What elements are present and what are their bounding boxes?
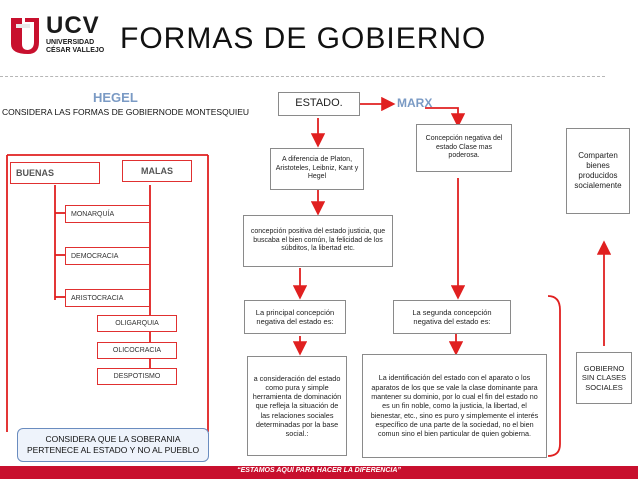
despotismo-box: DESPOTISMO <box>97 368 177 385</box>
positiva-box: concepción positiva del estado justicia,… <box>243 215 393 267</box>
olicocracia-box: OLICOCRACIA <box>97 342 177 359</box>
consideracion-text: a consideración del estado como pura y s… <box>252 374 342 438</box>
estado-label: ESTADO. <box>295 97 343 110</box>
aristocracia-box: ARISTOCRACIA <box>65 289 150 307</box>
diferencia-box: A diferencia de Platon, Aristoteles, Lei… <box>270 148 364 190</box>
identificacion-box: La identificación del estado con el apar… <box>362 354 547 458</box>
gobierno-text: GOBIERNO SIN CLASES SOCIALES <box>581 363 627 392</box>
ucv-logo: UCV UNIVERSIDAD CÉSAR VALLEJO <box>8 12 108 58</box>
despotismo-label: DESPOTISMO <box>113 373 161 380</box>
consideracion-box: a consideración del estado como pura y s… <box>247 356 347 456</box>
comparten-box: Comparten bienes producidos socialemente <box>566 128 630 214</box>
identificacion-text: La identificación del estado con el apar… <box>370 373 539 439</box>
segunda-text: La segunda concepción negativa del estad… <box>412 307 492 326</box>
buenas-box: BUENAS <box>10 162 100 184</box>
segunda-box: La segunda concepción negativa del estad… <box>393 300 511 334</box>
logo-subtitle-2: CÉSAR VALLEJO <box>46 47 105 54</box>
oligarquia-label: OLIGARQUIA <box>115 320 159 327</box>
malas-box: MALAS <box>122 160 192 182</box>
logo-subtitle-1: UNIVERSIDAD <box>46 39 95 46</box>
page-title: FORMAS DE GOBIERNO <box>120 22 487 55</box>
positiva-text: concepción positiva del estado justicia,… <box>250 227 386 253</box>
ucv-shield-icon <box>11 18 39 54</box>
bracket-right <box>547 295 561 457</box>
oligarquia-box: OLIGARQUIA <box>97 315 177 332</box>
democracia-box: DEMOCRACIA <box>65 247 150 265</box>
footer-bar <box>0 466 638 479</box>
soberania-text: CONSIDERA QUE LA SOBERANIA PERTENECE AL … <box>26 434 200 455</box>
olicocracia-label: OLICOCRACIA <box>112 347 162 354</box>
monarquia-box: MONARQUÍA <box>65 205 150 223</box>
diferencia-text: A diferencia de Platon, Aristoteles, Lei… <box>275 155 359 181</box>
aristocracia-label: ARISTOCRACIA <box>71 294 124 302</box>
marx-negativa-arrow <box>425 107 466 128</box>
malas-label: MALAS <box>141 166 173 176</box>
hegel-heading: HEGEL <box>93 90 138 105</box>
hegel-montesquieu-note: CONSIDERA LAS FORMAS DE GOBIERNODE MONTE… <box>2 107 250 117</box>
logo-ucv-text: UCV <box>46 12 100 39</box>
democracia-label: DEMOCRACIA <box>71 252 119 260</box>
buenas-label: BUENAS <box>16 168 55 178</box>
monarquia-label: MONARQUÍA <box>71 210 115 218</box>
principal-text: La principal concepción negativa del est… <box>255 307 335 326</box>
footer-slogan: “ESTAMOS AQUÍ PARA HACER LA DIFERENCIA” <box>237 467 401 474</box>
soberania-note: CONSIDERA QUE LA SOBERANIA PERTENECE AL … <box>17 428 209 462</box>
principal-box: La principal concepción negativa del est… <box>244 300 346 334</box>
marx-heading: MARX <box>397 96 433 110</box>
gobierno-box: GOBIERNO SIN CLASES SOCIALES <box>576 352 632 404</box>
estado-box: ESTADO. <box>278 92 360 116</box>
marx-negativa-text: Concepción negativa del estado Clase mas… <box>425 134 503 160</box>
comparten-text: Comparten bienes producidos socialemente <box>574 151 622 190</box>
header-divider <box>0 76 605 77</box>
marx-negativa-box: Concepción negativa del estado Clase mas… <box>416 124 512 172</box>
